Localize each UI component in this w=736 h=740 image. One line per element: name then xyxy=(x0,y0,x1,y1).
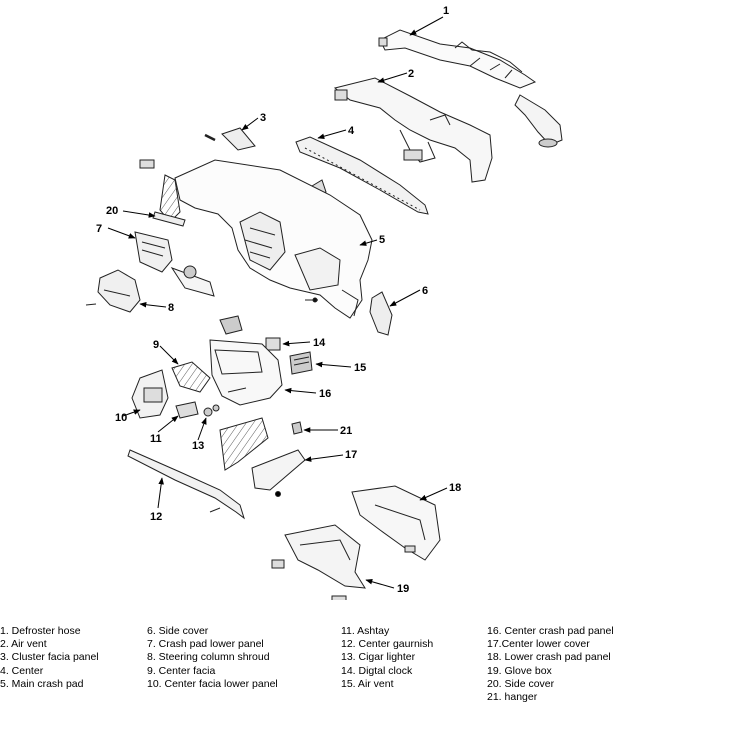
callout-14: 14 xyxy=(313,337,326,349)
legend-item: 20. Side cover xyxy=(487,677,555,690)
callout-10: 10 xyxy=(115,412,127,424)
part-side-cover-right xyxy=(369,291,393,336)
legend-column-4: 16. Center crash pad panel 17.Center low… xyxy=(487,625,614,704)
part-center-garnish xyxy=(127,449,245,520)
callout-1: 1 xyxy=(443,5,449,17)
legend-item: 9. Center facia xyxy=(147,664,216,677)
callout-4: 4 xyxy=(348,125,355,137)
part-steering-column-shroud xyxy=(85,269,141,313)
legend-column-3: 11. Ashtay 12. Center gaurnish 13. Cigar… xyxy=(341,625,433,691)
callout-13: 13 xyxy=(192,440,204,452)
legend-item: 11. Ashtay xyxy=(341,625,390,637)
parts-legend: 1. Defroster hose 2. Air vent 3. Cluster… xyxy=(0,625,736,715)
part-air-vent-right xyxy=(289,351,313,375)
legend-item: 5. Main crash pad xyxy=(0,677,84,690)
leader-lines xyxy=(107,16,448,589)
callout-16: 16 xyxy=(319,388,331,400)
part-ashtray xyxy=(175,401,199,419)
legend-item: 10. Center facia lower panel xyxy=(147,677,278,690)
legend-item: 1. Defroster hose xyxy=(0,625,81,637)
legend-item: 4. Center xyxy=(0,664,44,677)
part-cigar-lighter xyxy=(203,404,220,417)
legend-item: 14. Digtal clock xyxy=(341,664,413,677)
legend-item: 7. Crash pad lower panel xyxy=(147,638,264,651)
legend-column-1: 1. Defroster hose 2. Air vent 3. Cluster… xyxy=(0,625,99,691)
part-main-crash-pad xyxy=(139,159,373,319)
callout-18: 18 xyxy=(449,482,461,494)
legend-item: 16. Center crash pad panel xyxy=(487,625,614,637)
callout-17: 17 xyxy=(345,449,357,461)
part-center-lower-cover xyxy=(219,417,306,497)
part-lower-crash-pad-panel xyxy=(351,485,441,561)
part-hanger xyxy=(291,421,303,435)
callout-5: 5 xyxy=(379,234,385,246)
part-air-vent-duct xyxy=(333,77,493,183)
callout-6: 6 xyxy=(422,285,428,297)
legend-item: 12. Center gaurnish xyxy=(341,638,434,651)
legend-item: 15. Air vent xyxy=(341,677,394,690)
legend-item: 3. Cluster facia panel xyxy=(0,651,99,664)
callout-21: 21 xyxy=(340,425,352,437)
callout-7: 7 xyxy=(96,223,102,235)
callout-12: 12 xyxy=(150,511,162,523)
part-center-strip xyxy=(295,136,429,215)
part-digital-clock xyxy=(265,337,281,351)
legend-item: 8. Steering column shroud xyxy=(147,651,270,664)
callout-19: 19 xyxy=(397,583,409,595)
part-center-crash-pad-panel xyxy=(209,339,283,406)
legend-item: 2. Air vent xyxy=(0,638,47,651)
part-crash-pad-lower-panel xyxy=(134,231,215,297)
callout-3: 3 xyxy=(260,112,266,124)
part-center-facia-lower-panel xyxy=(131,369,169,419)
callout-20: 20 xyxy=(106,205,118,217)
legend-item: 19. Glove box xyxy=(487,664,552,677)
part-glove-box xyxy=(271,524,366,600)
legend-item: 13. Cigar lighter xyxy=(341,651,416,664)
part-center-facia xyxy=(171,315,243,393)
part-defroster-hose xyxy=(378,29,563,148)
callout-9: 9 xyxy=(153,339,159,351)
callout-8: 8 xyxy=(168,302,174,314)
exploded-parts-diagram: 1 2 3 4 5 6 7 8 9 10 11 12 13 14 15 16 1… xyxy=(85,5,563,600)
legend-item: 21. hanger xyxy=(487,691,538,704)
part-cluster-facia-panel xyxy=(204,127,256,151)
legend-item: 17.Center lower cover xyxy=(487,638,590,651)
callout-15: 15 xyxy=(354,362,366,374)
legend-item: 18. Lower crash pad panel xyxy=(487,651,611,664)
callout-2: 2 xyxy=(408,68,414,80)
legend-item: 6. Side cover xyxy=(147,625,209,637)
callout-11: 11 xyxy=(150,433,162,445)
legend-column-2: 6. Side cover 7. Crash pad lower panel 8… xyxy=(147,625,278,691)
